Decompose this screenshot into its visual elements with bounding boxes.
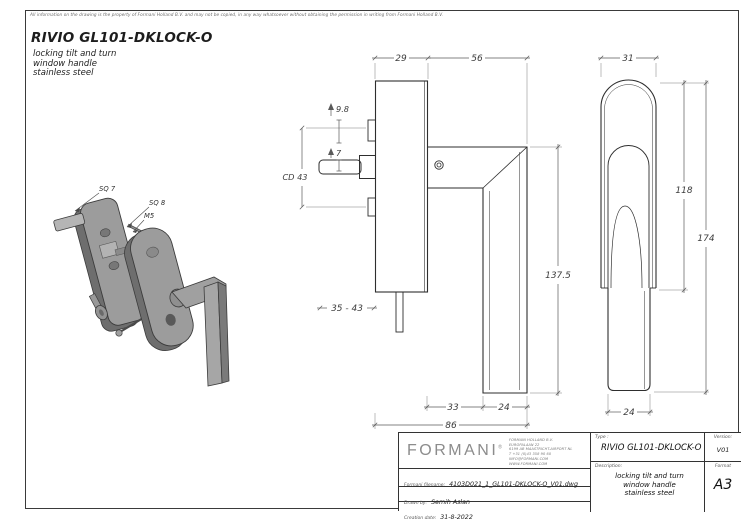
dim-plate-width: 29 (395, 54, 407, 64)
address-line: EUROPALAAN 22 (509, 442, 540, 447)
iso-label-m5: M5 (144, 212, 154, 220)
version-cell: Version: V01 (705, 433, 741, 462)
dim-spindle-length: 35 - 43 (331, 304, 363, 314)
dimension-texts: 29 56 9.8 7 CD 43 35 - 43 137.5 33 24 86… (282, 54, 714, 431)
description-line: window handle (623, 480, 676, 489)
address-line: T +31 (0)43 358 90 60 (509, 452, 552, 457)
drawn-by-value: Semih Aslan (431, 498, 471, 506)
address-line: WWW.FORMANI.COM (509, 461, 548, 466)
subtitle-line: window handle (33, 58, 97, 69)
address-line: FORMANI HOLLAND B.V. (509, 438, 554, 442)
dim-spindle-square: 7 (336, 148, 342, 158)
iso-backplate (53, 197, 146, 332)
side-grip (607, 288, 651, 392)
format-label: Format (714, 464, 732, 469)
iso-label-sq7: SQ 7 (99, 185, 116, 193)
side-rosette-outline (600, 79, 657, 288)
filename-cell: Formani filename:4103D021_1_GL101-DKLOCK… (399, 469, 591, 488)
type-label: Type : (595, 435, 609, 440)
subtitle-line: stainless steel (33, 68, 94, 78)
copyright-disclaimer: All information on the drawing is the pr… (30, 12, 444, 17)
side-handle-outline (607, 145, 650, 288)
creation-date-value: 31-8-2022 (440, 513, 473, 521)
creation-date-cell: Creation date:31-8-2022 (399, 502, 591, 521)
iso-leaders (74, 192, 150, 233)
type-cell: Type : RIVIO GL101-DKLOCK-O (591, 433, 705, 462)
filename-label: Formani filename: (404, 482, 446, 488)
address-line: INFO@FORMANI.COM (509, 456, 549, 461)
dim-grip-depth: 24 (623, 408, 635, 418)
drawn-by-label: Drawn by: (404, 500, 428, 506)
iso-handle-lever (169, 276, 230, 387)
format-cell: Format A3 (705, 462, 741, 512)
description-label: Description: (595, 464, 623, 469)
dim-grip-width: 24 (498, 403, 510, 413)
address-line: 6199 AB MAASTRICHT-AIRPORT NL (509, 447, 573, 452)
front-view (318, 80, 528, 394)
front-latch-tab (367, 119, 376, 142)
dim-side-width: 31 (622, 54, 633, 64)
dim-grip-length: 137.5 (545, 271, 571, 281)
sheet-border (25, 10, 739, 509)
filename-value: 4103D021_1_GL101-DKLOCK-O_V01.dwg (449, 480, 578, 488)
subtitle-line: locking tilt and turn (33, 49, 117, 59)
description-line: locking tilt and turn (615, 472, 684, 480)
description-cell: Description: locking tilt and turn windo… (591, 462, 705, 512)
front-cylinder-tab (367, 197, 376, 217)
front-spindle (318, 159, 362, 175)
title-block: FORMANI® FORMANI HOLLAND B.V. EUROPALAAN… (398, 432, 741, 521)
dim-total-width: 86 (445, 421, 457, 431)
front-handle-outline (428, 146, 528, 394)
company-address: FORMANI HOLLAND B.V. EUROPALAAN 22 6199 … (509, 438, 572, 466)
iso-spindle-stub (53, 213, 86, 232)
creation-date-label: Creation date: (404, 515, 437, 521)
title-block-logo-cell: FORMANI® FORMANI HOLLAND B.V. EUROPALAAN… (399, 433, 591, 469)
side-view (600, 79, 657, 392)
isometric-exploded-view: SQ 7 SQ 8 M5 (53, 185, 230, 387)
front-bottom-spindle (395, 291, 404, 333)
description-line: stainless steel (624, 489, 675, 498)
version-value: V01 (716, 446, 730, 454)
dim-total-length: 174 (697, 234, 714, 244)
iso-rosette (124, 227, 194, 351)
dimension-lines (299, 55, 709, 429)
dim-arm-offset: 33 (447, 403, 459, 413)
dim-center-distance: CD 43 (282, 172, 307, 182)
type-value: RIVIO GL101-DKLOCK-O (601, 443, 702, 453)
dim-step-height: 9.8 (336, 104, 349, 114)
version-label: Version: (713, 435, 733, 440)
iso-key (88, 293, 108, 321)
format-value: A3 (713, 477, 733, 493)
description-text: locking tilt and turn window handle stai… (595, 472, 704, 498)
formani-logo: FORMANI® (407, 442, 502, 459)
drawn-by-cell: Drawn by:Semih Aslan (399, 487, 591, 506)
page-subtitle: locking tilt and turn window handle stai… (33, 49, 117, 79)
dim-arm-length: 56 (471, 54, 483, 64)
dim-plate-length: 118 (675, 186, 692, 196)
iso-label-sq8: SQ 8 (149, 199, 166, 207)
front-screw-hole (434, 160, 444, 170)
registered-mark: ® (498, 444, 502, 451)
page-title: RIVIO GL101-DKLOCK-O (31, 30, 213, 46)
